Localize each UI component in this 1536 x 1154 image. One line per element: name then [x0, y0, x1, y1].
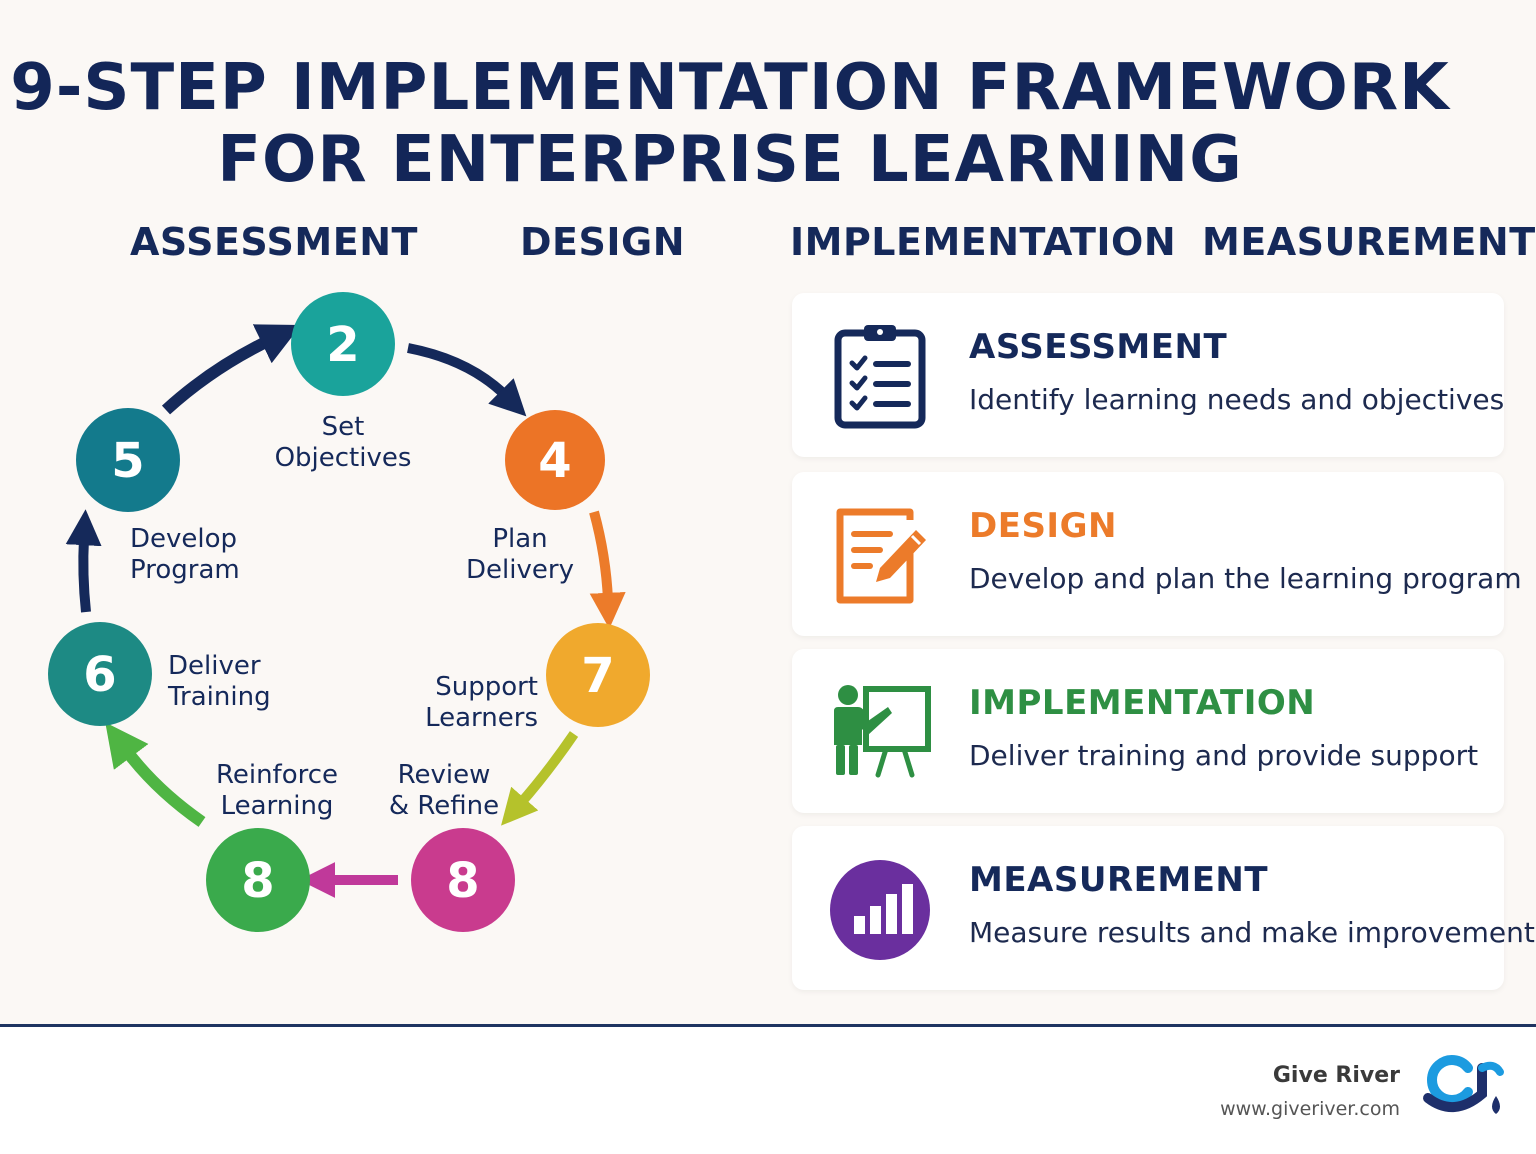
step-label-line: Deliver — [168, 651, 261, 681]
give-river-logo-icon — [1423, 1055, 1504, 1114]
step-circle — [76, 408, 180, 512]
step-label-line: Program — [130, 555, 240, 585]
step-label-line: Develop — [130, 524, 237, 554]
step-number: 5 — [111, 433, 144, 489]
card-description: Measure results and make improvements — [969, 916, 1536, 949]
step-label-line: Plan — [492, 524, 547, 554]
step-number: 8 — [241, 853, 274, 909]
step-circle — [48, 622, 152, 726]
card-assessment: ASSESSMENT Identify learning needs and o… — [792, 293, 1504, 457]
card-design: DESIGN Develop and plan the learning pro… — [792, 472, 1522, 636]
step-number: 6 — [83, 647, 116, 703]
clipboard-checklist-icon — [834, 325, 926, 429]
phase-label-assessment: ASSESSMENT — [130, 220, 418, 264]
step-circle — [505, 410, 605, 510]
step-label-line: Reinforce — [216, 760, 338, 790]
phase-label-design: DESIGN — [520, 220, 686, 264]
step-label-line: Support — [435, 672, 538, 702]
cycle-arrow — [65, 509, 102, 613]
step-label-line: & Refine — [389, 791, 499, 821]
footer — [0, 1027, 1536, 1154]
step-circle — [206, 828, 310, 932]
step-label-line: Learning — [221, 791, 334, 821]
step-label-line: Objectives — [275, 443, 412, 473]
step-label-line: Training — [167, 682, 271, 712]
step-number: 8 — [446, 853, 479, 909]
step-number: 2 — [326, 317, 359, 373]
step-circle — [291, 292, 395, 396]
card-implementation: IMPLEMENTATION Deliver training and prov… — [792, 649, 1504, 813]
step-label-line: Set — [322, 412, 365, 442]
card-title: ASSESSMENT — [969, 327, 1228, 367]
title-line-2: FOR ENTERPRISE LEARNING — [217, 123, 1243, 197]
cycle-arrow — [589, 510, 626, 629]
phase-label-measurement: MEASUREMENT — [1202, 220, 1536, 264]
card-measurement: MEASUREMENT Measure results and make imp… — [792, 826, 1536, 990]
step-label-line: Learners — [425, 703, 538, 733]
cycle-arrow — [407, 343, 527, 417]
card-description: Identify learning needs and objectives — [969, 383, 1505, 416]
footer-divider — [0, 1024, 1536, 1027]
card-description: Develop and plan the learning program — [969, 562, 1522, 595]
title-line-1: 9-STEP IMPLEMENTATION FRAMEWORK — [10, 51, 1450, 125]
card-title: MEASUREMENT — [969, 860, 1269, 900]
bar-chart-circle-icon — [830, 860, 930, 960]
cycle-arrow — [105, 722, 206, 827]
cycle-step-4: 8 Review& Refine — [389, 760, 515, 932]
step-number: 7 — [581, 648, 614, 704]
presenter-board-icon — [834, 685, 931, 778]
step-circle — [546, 623, 650, 727]
cycle-arrow — [501, 731, 579, 826]
card-title: DESIGN — [969, 506, 1117, 546]
phase-label-implementation: IMPLEMENTATION — [790, 220, 1177, 264]
step-circle — [411, 828, 515, 932]
document-pencil-icon — [836, 508, 926, 604]
step-label-line: Review — [398, 760, 491, 790]
brand-name: Give River — [1272, 1063, 1400, 1088]
brand-url: www.giveriver.com — [1220, 1098, 1400, 1120]
step-label-line: Delivery — [466, 555, 574, 585]
page-title: 9-STEP IMPLEMENTATION FRAMEWORK FOR ENTE… — [0, 52, 1460, 196]
card-description: Deliver training and provide support — [969, 739, 1479, 772]
cycle-arrow — [161, 324, 302, 415]
step-number: 4 — [538, 433, 571, 489]
card-title: IMPLEMENTATION — [969, 683, 1316, 723]
